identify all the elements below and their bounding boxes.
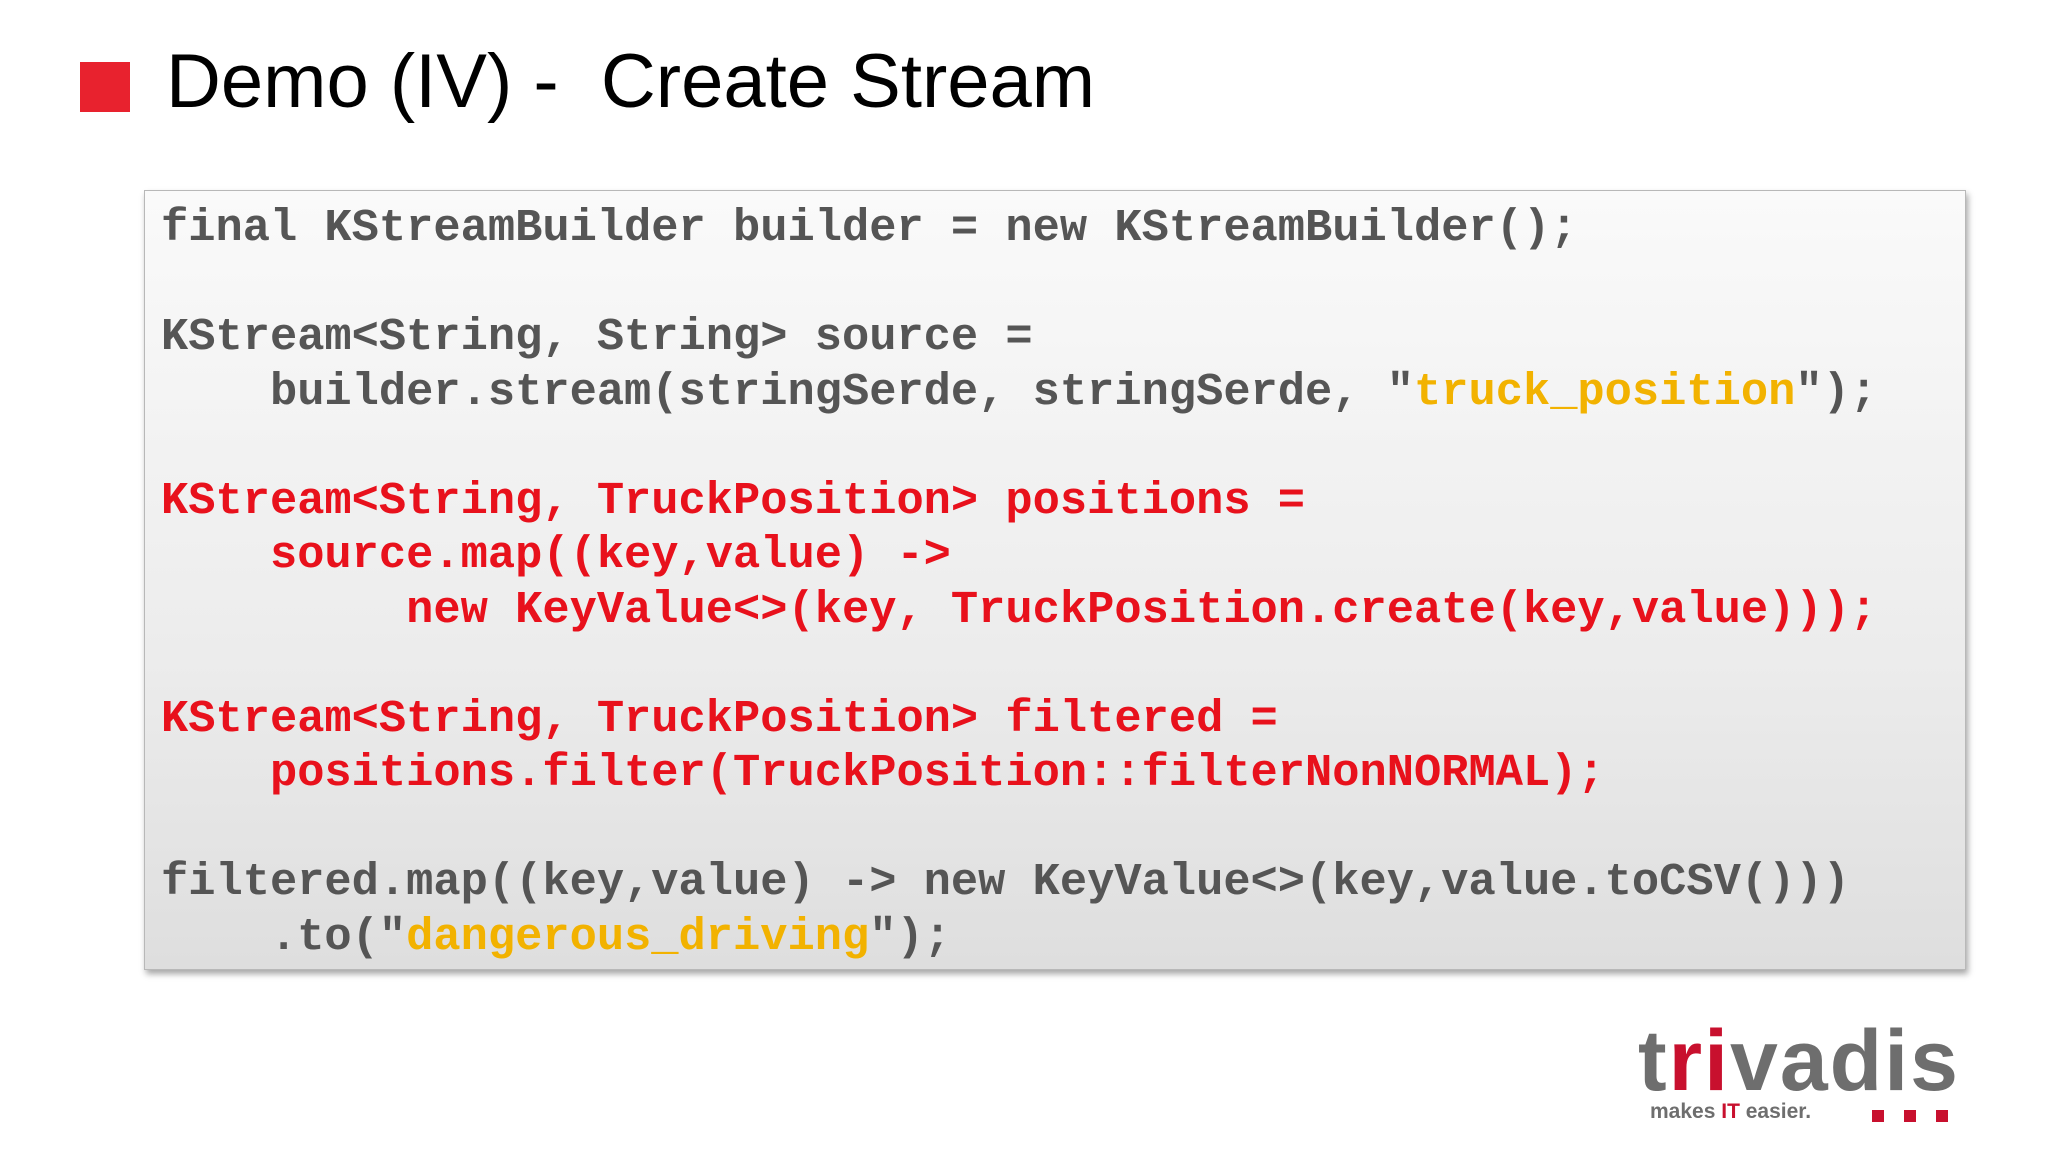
code-block: final KStreamBuilder builder = new KStre…: [144, 190, 1966, 970]
code-line-blank: [161, 801, 1965, 856]
code-line-highlighted: positions.filter(TruckPosition::filterNo…: [161, 747, 1605, 799]
logo-dot: [1936, 1110, 1948, 1122]
logo-dots: [1872, 1110, 1948, 1122]
trivadis-logo: trivadis makes IT easier.: [1638, 1018, 1970, 1124]
logo-tagline: makes IT easier.: [1650, 1100, 1812, 1123]
code-text: ");: [1795, 365, 1878, 418]
code-line: .to("dangerous_driving");: [161, 910, 1965, 965]
topic-name-literal: truck_position: [1414, 365, 1796, 418]
code-text: .to(": [161, 910, 407, 963]
code-line-blank: [161, 637, 1965, 692]
code-line-blank: [161, 419, 1965, 474]
code-line-highlighted: KStream<String, TruckPosition> positions…: [161, 474, 1306, 527]
code-line: final KStreamBuilder builder = new KStre…: [161, 202, 1578, 254]
code-line: KStream<String, String> source =: [161, 311, 1033, 363]
logo-dot: [1904, 1110, 1916, 1122]
code-line-highlighted: KStream<String, TruckPosition> filtered …: [161, 692, 1278, 745]
code-line-highlighted: new KeyValue<>(key, TruckPosition.create…: [161, 583, 1878, 636]
title-bullet: [80, 62, 130, 112]
code-text: ");: [869, 910, 951, 963]
topic-name-literal: dangerous_driving: [406, 910, 870, 963]
logo-wordmark: trivadis: [1638, 1013, 1960, 1109]
slide-title: Demo (IV) - Create Stream: [166, 39, 1096, 124]
code-text: builder.stream(stringSerde, stringSerde,…: [161, 365, 1414, 418]
code-line-blank: [161, 256, 1965, 311]
code-line: filtered.map((key,value) -> new KeyValue…: [161, 856, 1850, 908]
code-line-highlighted: source.map((key,value) ->: [161, 529, 951, 581]
logo-dot: [1872, 1110, 1884, 1122]
code-line: builder.stream(stringSerde, stringSerde,…: [161, 365, 1965, 420]
